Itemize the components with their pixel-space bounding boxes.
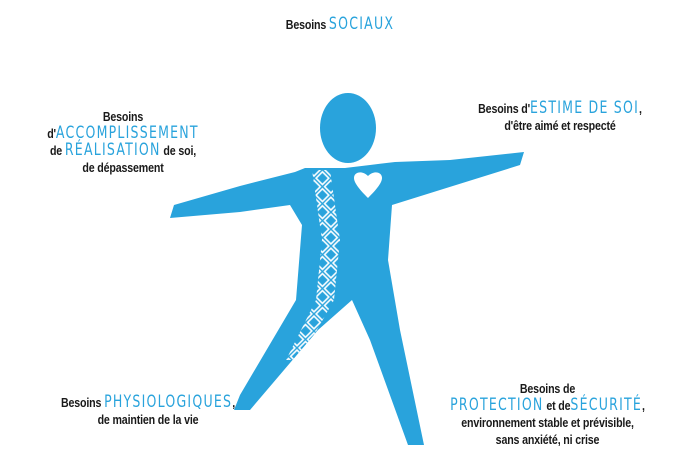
social-needs-label: Besoins SOCIAUX bbox=[266, 16, 414, 33]
self-line1: Besoins bbox=[102, 109, 144, 124]
self-line2: d'ACCOMPLISSEMENT bbox=[29, 125, 218, 142]
self-line4: de dépassement bbox=[82, 160, 164, 175]
self-line2-highlight: ACCOMPLISSEMENT bbox=[55, 123, 199, 143]
figure-body bbox=[170, 152, 524, 445]
physiological-needs-label: Besoins PHYSIOLOGIQUES, de maintien de l… bbox=[33, 394, 263, 428]
safety-line2: PROTECTION et deSÉCURITÉ, bbox=[431, 397, 665, 414]
self-line3-prefix: de bbox=[49, 143, 63, 158]
social-prefix: Besoins bbox=[285, 17, 327, 32]
physio-line2: de maintien de la vie bbox=[97, 412, 199, 427]
safety-line2-highlight1: PROTECTION bbox=[450, 395, 544, 415]
safety-line2-suffix: , bbox=[642, 398, 645, 413]
social-highlight: SOCIAUX bbox=[328, 14, 395, 34]
self-actualization-label: Besoins d'ACCOMPLISSEMENT de RÉALISATION… bbox=[29, 108, 218, 176]
physio-line1: Besoins PHYSIOLOGIQUES, bbox=[33, 394, 263, 411]
safety-line3: environnement stable et prévisible, bbox=[461, 415, 634, 430]
physio-line1-suffix: , bbox=[232, 395, 236, 410]
safety-line2-highlight2: SÉCURITÉ bbox=[570, 395, 643, 415]
physio-line1-prefix: Besoins bbox=[60, 395, 102, 410]
esteem-line2: d'être aimé et respecté bbox=[504, 118, 616, 133]
self-line3-suffix: de soi, bbox=[163, 143, 197, 158]
safety-line2-middle: et de bbox=[546, 398, 571, 413]
safety-line1: Besoins de bbox=[519, 381, 576, 396]
esteem-line1-prefix: Besoins d' bbox=[478, 101, 530, 116]
self-line2-prefix: d' bbox=[47, 126, 56, 141]
safety-needs-label: Besoins de PROTECTION et deSÉCURITÉ, env… bbox=[431, 380, 665, 448]
figure-head bbox=[320, 93, 376, 163]
safety-line4: sans anxiété, ni crise bbox=[495, 432, 600, 447]
esteem-line1-highlight: ESTIME DE SOI bbox=[529, 98, 640, 118]
esteem-needs-label: Besoins d'ESTIME DE SOI, d'être aimé et … bbox=[453, 100, 666, 134]
figure-pattern bbox=[286, 170, 340, 360]
self-line3: de RÉALISATION de soi, bbox=[29, 142, 218, 159]
physio-line1-highlight: PHYSIOLOGIQUES bbox=[104, 392, 233, 412]
esteem-line1-suffix: , bbox=[639, 101, 642, 116]
self-line3-highlight: RÉALISATION bbox=[64, 140, 161, 160]
esteem-line1: Besoins d'ESTIME DE SOI, bbox=[453, 100, 666, 117]
heart-icon bbox=[354, 172, 382, 198]
